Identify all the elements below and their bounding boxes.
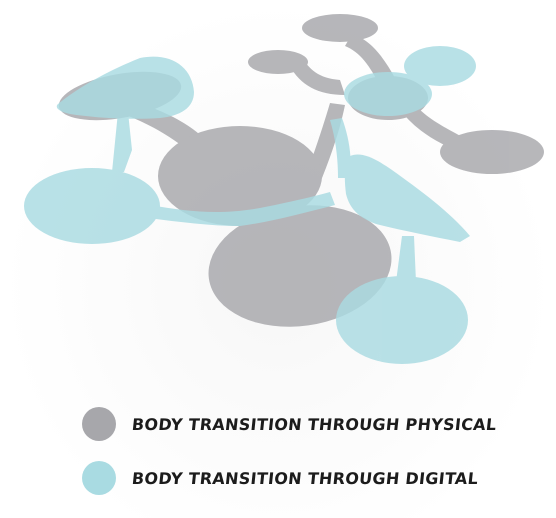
legend-swatch-physical	[82, 407, 116, 441]
physical-node	[248, 50, 308, 74]
legend-item-physical: BODY TRANSITION THROUGH PHYSICAL	[82, 406, 496, 442]
legend-item-digital: BODY TRANSITION THROUGH DIGITAL	[82, 460, 478, 496]
legend-label-digital: BODY TRANSITION THROUGH DIGITAL	[131, 469, 479, 488]
physical-node	[440, 130, 544, 174]
digital-connector	[112, 112, 132, 172]
legend-label-physical: BODY TRANSITION THROUGH PHYSICAL	[131, 415, 497, 434]
physical-node	[302, 14, 378, 42]
digital-node	[24, 168, 160, 244]
legend-swatch-digital	[82, 461, 116, 495]
digital-node	[336, 276, 468, 364]
digital-node	[344, 72, 432, 116]
